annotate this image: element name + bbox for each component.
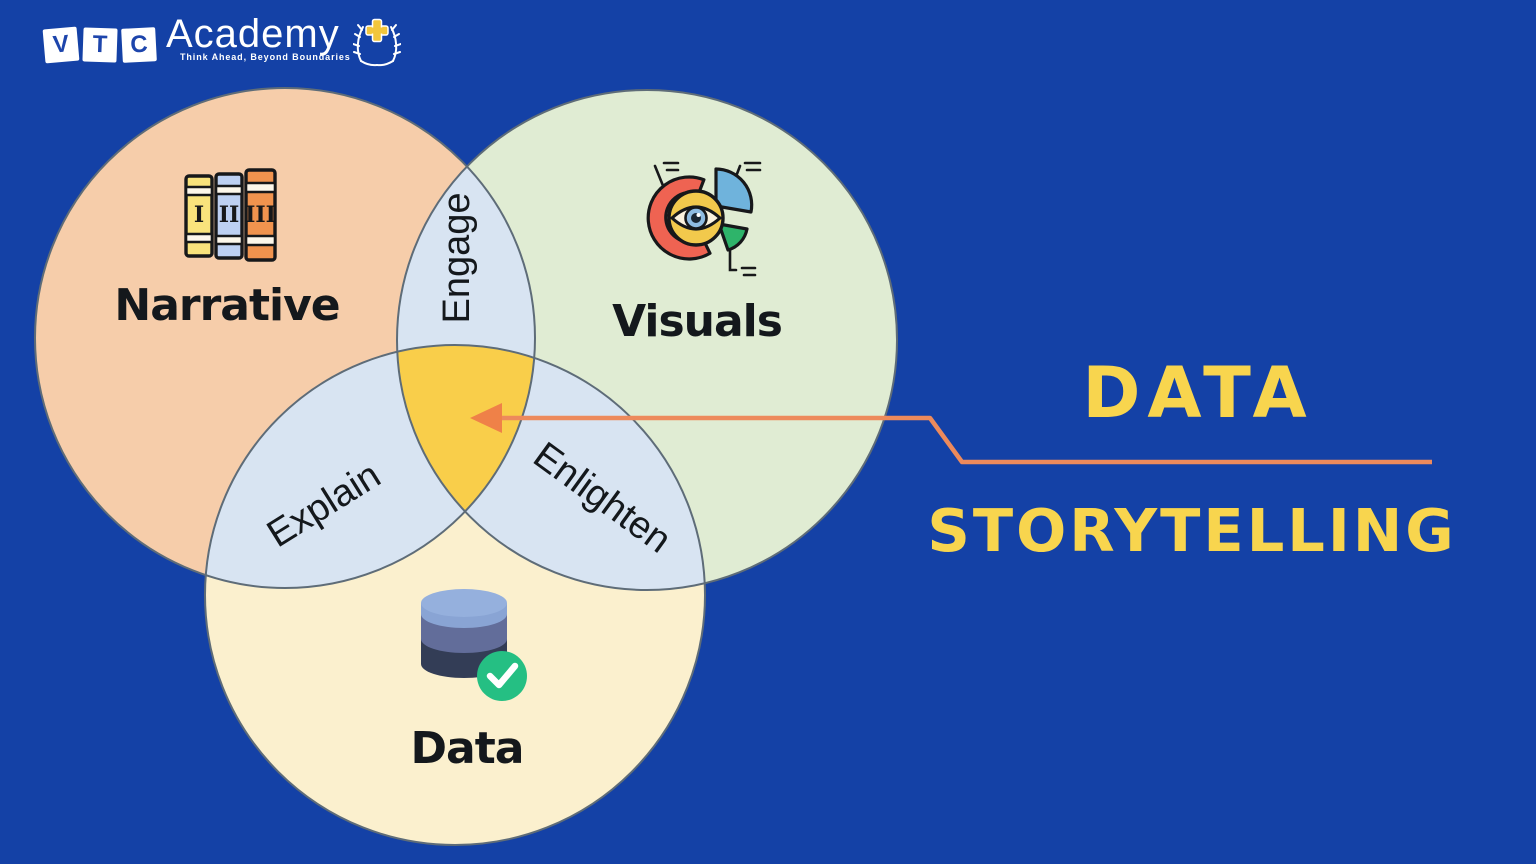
overlap-narrative-data <box>205 345 535 588</box>
arrow-head <box>470 403 502 433</box>
label-narrative: Narrative <box>114 279 340 331</box>
numeral-three: III <box>245 202 276 228</box>
label-engage: Engage <box>435 192 478 324</box>
pie-chart-eye-icon <box>646 161 762 277</box>
check-badge <box>477 651 527 701</box>
title-storytelling: STORYTELLING <box>927 496 1457 565</box>
vtc-academy-logo: V T C Academy Think Ahead, Beyond Bounda… <box>42 12 401 68</box>
database-check-icon <box>421 589 527 701</box>
numeral-one: I <box>194 202 204 228</box>
logo-tagline: Think Ahead, Beyond Boundaries <box>180 52 351 62</box>
checkmark-glyph <box>486 662 519 689</box>
circle-narrative-outline <box>34 87 536 589</box>
label-data: Data <box>410 722 525 774</box>
circle-visuals-outline <box>396 89 898 591</box>
books-icon: I II III <box>184 168 277 262</box>
title-data: DATA <box>1082 352 1314 434</box>
arrow-line <box>496 415 1432 465</box>
logo-wordmark: Academy Think Ahead, Beyond Boundaries <box>166 12 351 62</box>
numeral-two: II <box>219 202 240 228</box>
plus-glyph <box>364 18 389 43</box>
circle-data-outline <box>204 344 706 846</box>
logo-name: Academy <box>166 12 340 56</box>
overlap-visuals-data <box>397 345 705 590</box>
laurel-plus-icon <box>352 18 401 67</box>
label-visuals: Visuals <box>612 295 783 347</box>
